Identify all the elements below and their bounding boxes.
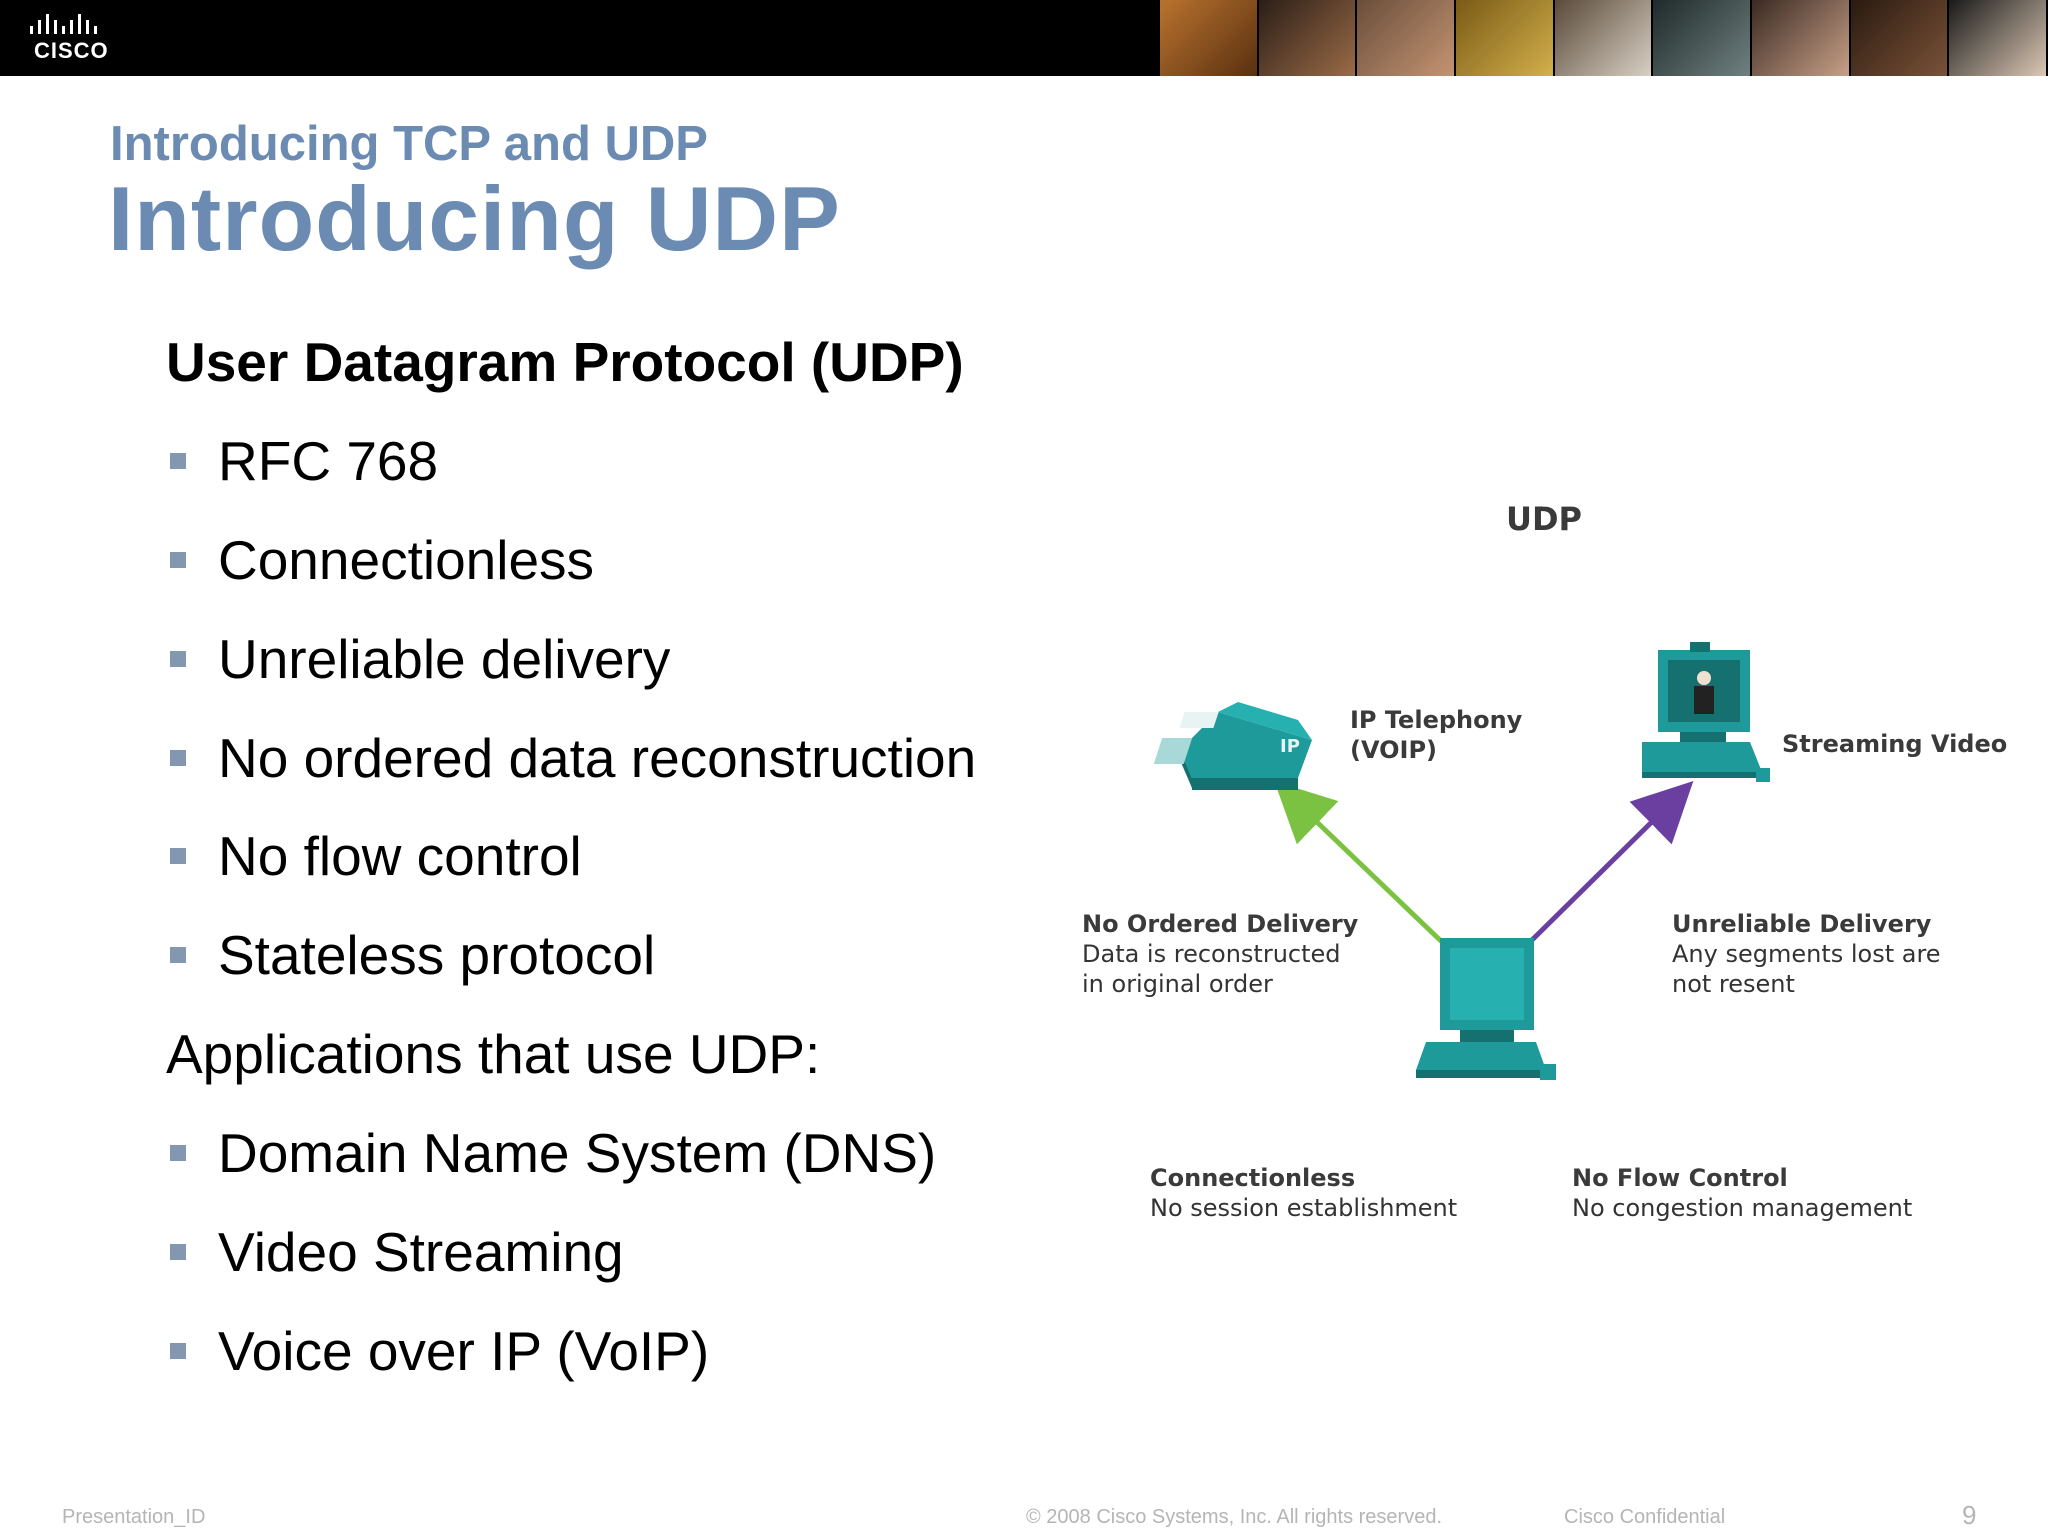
photo-tile [1850, 0, 1950, 76]
photo-tile [1752, 0, 1851, 76]
header-photo-strip [1160, 0, 2048, 76]
no-flow-control-line: No congestion management [1572, 1194, 1913, 1222]
no-ordered-delivery-title: No Ordered Delivery [1082, 910, 1359, 938]
bullet-square-icon [170, 947, 186, 963]
page-number: 9 [1962, 1500, 1977, 1530]
cisco-wordmark: CISCO [34, 38, 109, 63]
video-label: Streaming Video [1782, 730, 2008, 758]
footer-copyright: © 2008 Cisco Systems, Inc. All rights re… [1026, 1506, 1443, 1528]
central-computer-icon [1416, 938, 1556, 1080]
footer-confidential: Cisco Confidential [1564, 1506, 1726, 1528]
bullet-square-icon [170, 453, 186, 469]
photo-tile [1949, 0, 2048, 76]
bullet-square-icon [170, 1343, 186, 1359]
phone-badge: IP [1280, 736, 1300, 757]
bullet-square-icon [170, 651, 186, 667]
cisco-bars-icon [30, 14, 97, 34]
footer-presentation-id: Presentation_ID [62, 1506, 206, 1528]
slide-footer: Presentation_ID © 2008 Cisco Systems, In… [0, 1500, 2048, 1536]
apps-heading: Applications that use UDP: [166, 1023, 821, 1085]
udp-diagram-graphic [1153, 642, 1770, 1080]
slide-title: Introducing UDP [108, 169, 841, 270]
connectionless-line: No session establishment [1150, 1194, 1458, 1222]
streaming-video-computer-icon [1642, 642, 1770, 782]
unreliable-delivery-line-1: Any segments lost are [1672, 940, 1941, 968]
unreliable-delivery-title: Unreliable Delivery [1672, 910, 1932, 938]
slide-subtitle: Introducing TCP and UDP [110, 117, 708, 171]
photo-tile [1456, 0, 1555, 76]
photo-tile [1160, 0, 1259, 76]
bullet-square-icon [170, 1145, 186, 1161]
header-bar: CISCO [0, 0, 2048, 76]
diagram-title: UDP [1506, 500, 1582, 538]
no-ordered-delivery-line-2: in original order [1082, 970, 1273, 998]
ordered-delivery-arrow [1274, 781, 1444, 944]
no-ordered-delivery-line-1: Data is reconstructed [1082, 940, 1341, 968]
udp-heading: User Datagram Protocol (UDP) [166, 331, 964, 393]
bullet-square-icon [170, 848, 186, 864]
phone-label-line-1: IP Telephony [1350, 706, 1523, 734]
bullet-square-icon [170, 750, 186, 766]
photo-tile [1258, 0, 1358, 76]
photo-tile [1357, 0, 1457, 76]
bullet-square-icon [170, 552, 186, 568]
photo-tile [1554, 0, 1654, 76]
photo-tile [1653, 0, 1753, 76]
cisco-logo: CISCO [28, 14, 128, 64]
udp-diagram: UDP IP Telephony (VOIP) IP Streaming Vid… [1060, 480, 2040, 1260]
connectionless-title: Connectionless [1150, 1164, 1356, 1192]
unreliable-delivery-arrow [1528, 780, 1694, 944]
bullet-square-icon [170, 1244, 186, 1260]
phone-label-line-2: (VOIP) [1350, 736, 1438, 764]
no-flow-control-title: No Flow Control [1572, 1164, 1788, 1192]
ip-phone-icon [1153, 702, 1312, 790]
unreliable-delivery-line-2: not resent [1672, 970, 1795, 998]
